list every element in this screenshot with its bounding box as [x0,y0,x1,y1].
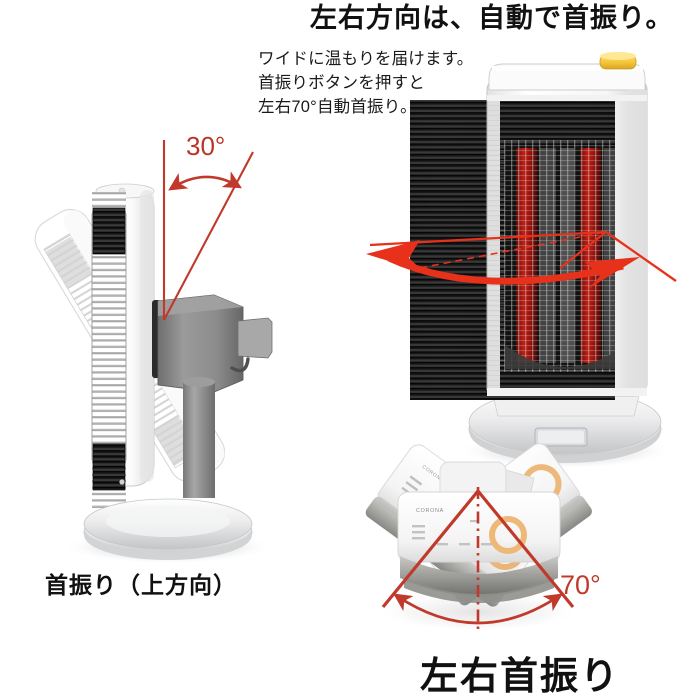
lead-paragraph: ワイドに温もりを届けます。 首振りボタンを押すと 左右70°自動首振り。 [258,48,508,119]
panel-right-position: CORONA [365,444,544,607]
svg-text:CORONA: CORONA [416,508,444,514]
lead-line-1: ワイドに温もりを届けます。 [258,50,474,68]
swing-arrows-front [369,230,677,285]
heater-front-base [468,389,662,463]
left-figure-caption: 首振り（上方向） [45,572,237,598]
bottom-figure-caption: 左右首振り [420,656,621,698]
angle-30-label: 30° [186,131,226,161]
grille-left-edge [486,100,500,390]
svg-text:CORONA: CORONA [421,464,445,484]
svg-text:CORONA: CORONA [435,519,459,539]
page-title: 左右方向は、自動で首振り。 [310,3,674,33]
angle-70-label: 70° [560,570,601,600]
heater-pivot-bracket [157,294,273,498]
angle-70-annotation [381,487,575,632]
heater-front-body [486,52,648,397]
oscillation-button [599,54,637,70]
heater-side-base [83,498,253,560]
heater-grille [410,100,615,400]
bottom-figure-top-view: CORONA CORONA [365,443,592,632]
left-figure-side-view [34,140,273,564]
lead-line-3: 左右70°自動首振り。 [258,97,417,116]
panel-center-back [439,461,535,519]
angle-30-annotation [162,140,254,321]
arrow-head-left [366,240,424,272]
lead-line-2: 首振りボタンを押すと [258,73,425,92]
arrow-head-right [585,257,640,289]
panel-center-position: CORONA [397,491,561,603]
heater-side-body [91,183,161,512]
